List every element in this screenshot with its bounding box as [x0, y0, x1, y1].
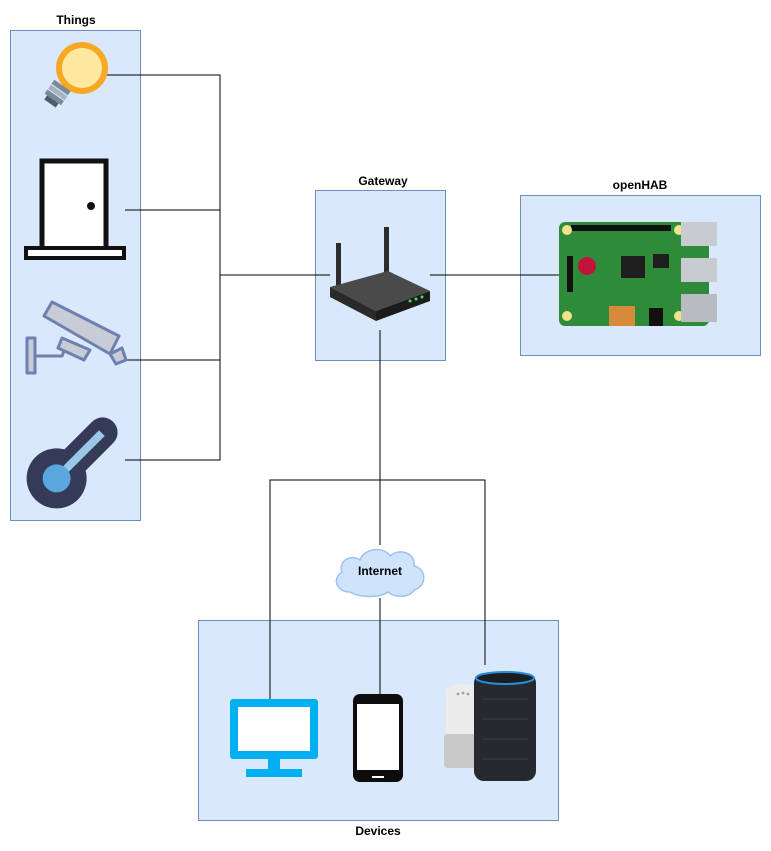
door-icon: [24, 158, 126, 260]
thermometer-icon: [26, 417, 118, 509]
desktop-monitor-icon: [230, 699, 318, 777]
raspberry-pi-board-icon: [559, 222, 717, 326]
smartphone-icon: [353, 694, 403, 782]
gateway-label: Gateway: [358, 174, 408, 188]
things-label: Things: [56, 13, 96, 27]
openhab-label: openHAB: [612, 178, 668, 192]
google-home-speaker-icon: [444, 684, 482, 768]
light-bulb-icon: [44, 42, 108, 108]
router-icon: [330, 227, 430, 321]
internet-label: Internet: [357, 564, 402, 578]
amazon-echo-speaker-icon: [474, 671, 536, 781]
internet-cloud-icon: [335, 548, 425, 598]
devices-bus-connector: [269, 479, 486, 700]
security-camera-icon: [25, 300, 128, 375]
bulb-connector: [95, 74, 221, 461]
devices-label: Devices: [355, 824, 401, 838]
